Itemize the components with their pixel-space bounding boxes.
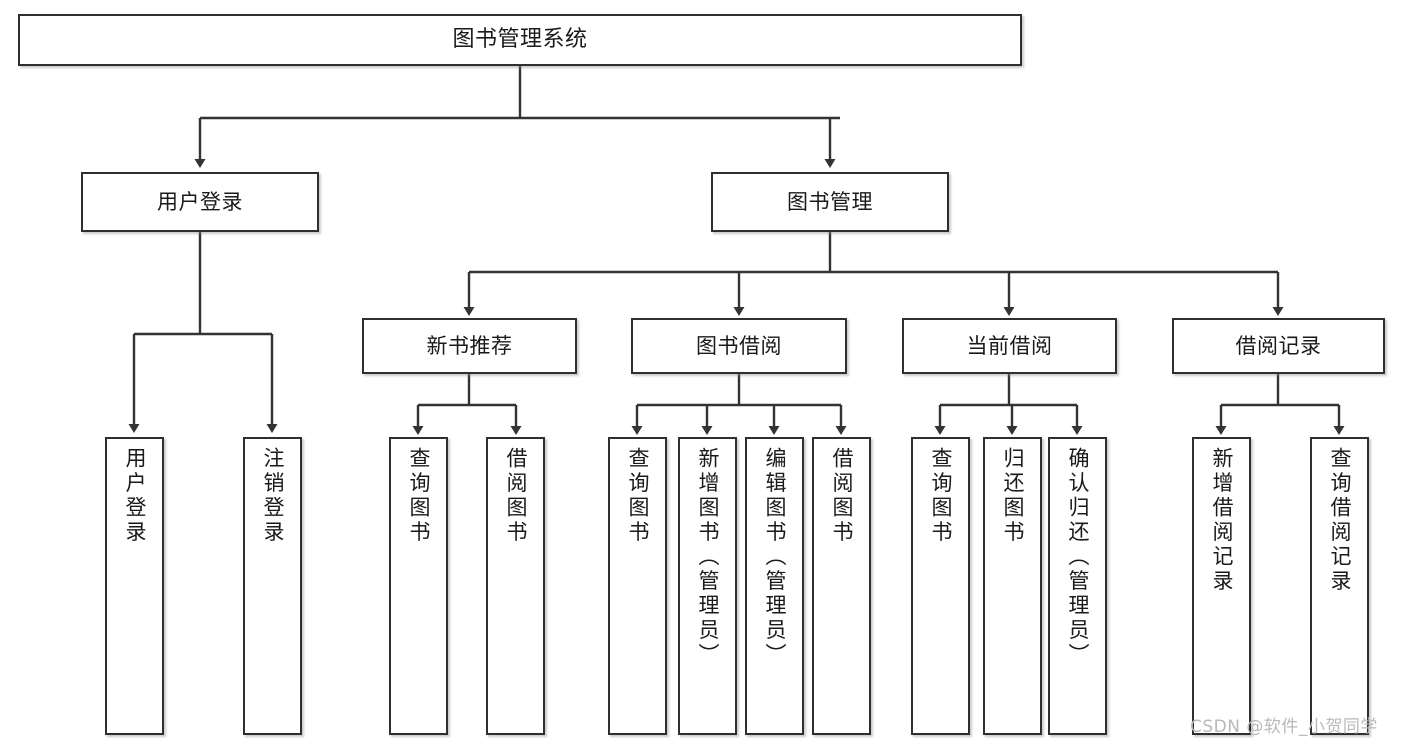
- node-current-borrow[interactable]: 当前借阅: [902, 318, 1117, 374]
- leaf-query-book-current[interactable]: 查询图书: [911, 437, 970, 735]
- leaf-add-book-admin[interactable]: 新增图书（管理员）: [678, 437, 737, 735]
- leaf-user-login[interactable]: 用户登录: [105, 437, 164, 735]
- leaf-user-login-label: 用户登录: [123, 447, 147, 545]
- leaf-return-book-label: 归还图书: [1001, 447, 1025, 545]
- node-new-book-recommend[interactable]: 新书推荐: [362, 318, 577, 374]
- node-root-label: 图书管理系统: [452, 27, 588, 53]
- leaf-query-borrow-record-label: 查询借阅记录: [1328, 447, 1352, 594]
- leaf-confirm-return-admin-label: 确认归还（管理员）: [1066, 447, 1090, 668]
- node-new-book-recommend-label: 新书推荐: [426, 333, 513, 358]
- leaf-borrow-book-new-label: 借阅图书: [504, 447, 528, 545]
- node-root[interactable]: 图书管理系统: [18, 14, 1022, 66]
- leaf-add-borrow-record[interactable]: 新增借阅记录: [1192, 437, 1251, 735]
- node-user-login[interactable]: 用户登录: [81, 172, 319, 232]
- watermark: CSDN @软件_小贺同学: [1190, 717, 1378, 737]
- leaf-query-book-new[interactable]: 查询图书: [389, 437, 448, 735]
- leaf-return-book[interactable]: 归还图书: [983, 437, 1042, 735]
- leaf-logout-login-label: 注销登录: [261, 447, 285, 545]
- leaf-confirm-return-admin[interactable]: 确认归还（管理员）: [1048, 437, 1107, 735]
- leaf-query-book-borrow-label: 查询图书: [626, 447, 650, 545]
- leaf-add-book-admin-label: 新增图书（管理员）: [696, 447, 720, 668]
- node-user-login-label: 用户登录: [157, 189, 243, 214]
- leaf-add-borrow-record-label: 新增借阅记录: [1210, 447, 1234, 594]
- leaf-edit-book-admin-label: 编辑图书（管理员）: [763, 447, 787, 668]
- leaf-edit-book-admin[interactable]: 编辑图书（管理员）: [745, 437, 804, 735]
- leaf-query-borrow-record[interactable]: 查询借阅记录: [1310, 437, 1369, 735]
- node-book-management[interactable]: 图书管理: [711, 172, 949, 232]
- leaf-logout-login[interactable]: 注销登录: [243, 437, 302, 735]
- leaf-query-book-borrow[interactable]: 查询图书: [608, 437, 667, 735]
- leaf-borrow-book[interactable]: 借阅图书: [812, 437, 871, 735]
- node-borrow-records-label: 借阅记录: [1235, 333, 1322, 358]
- leaf-borrow-book-label: 借阅图书: [830, 447, 854, 545]
- leaf-borrow-book-new[interactable]: 借阅图书: [486, 437, 545, 735]
- node-book-borrow-label: 图书借阅: [696, 333, 782, 358]
- node-book-borrow[interactable]: 图书借阅: [631, 318, 847, 374]
- node-borrow-records[interactable]: 借阅记录: [1172, 318, 1385, 374]
- node-current-borrow-label: 当前借阅: [966, 333, 1053, 358]
- leaf-query-book-current-label: 查询图书: [929, 447, 953, 545]
- leaf-query-book-new-label: 查询图书: [407, 447, 431, 545]
- node-book-management-label: 图书管理: [787, 189, 873, 214]
